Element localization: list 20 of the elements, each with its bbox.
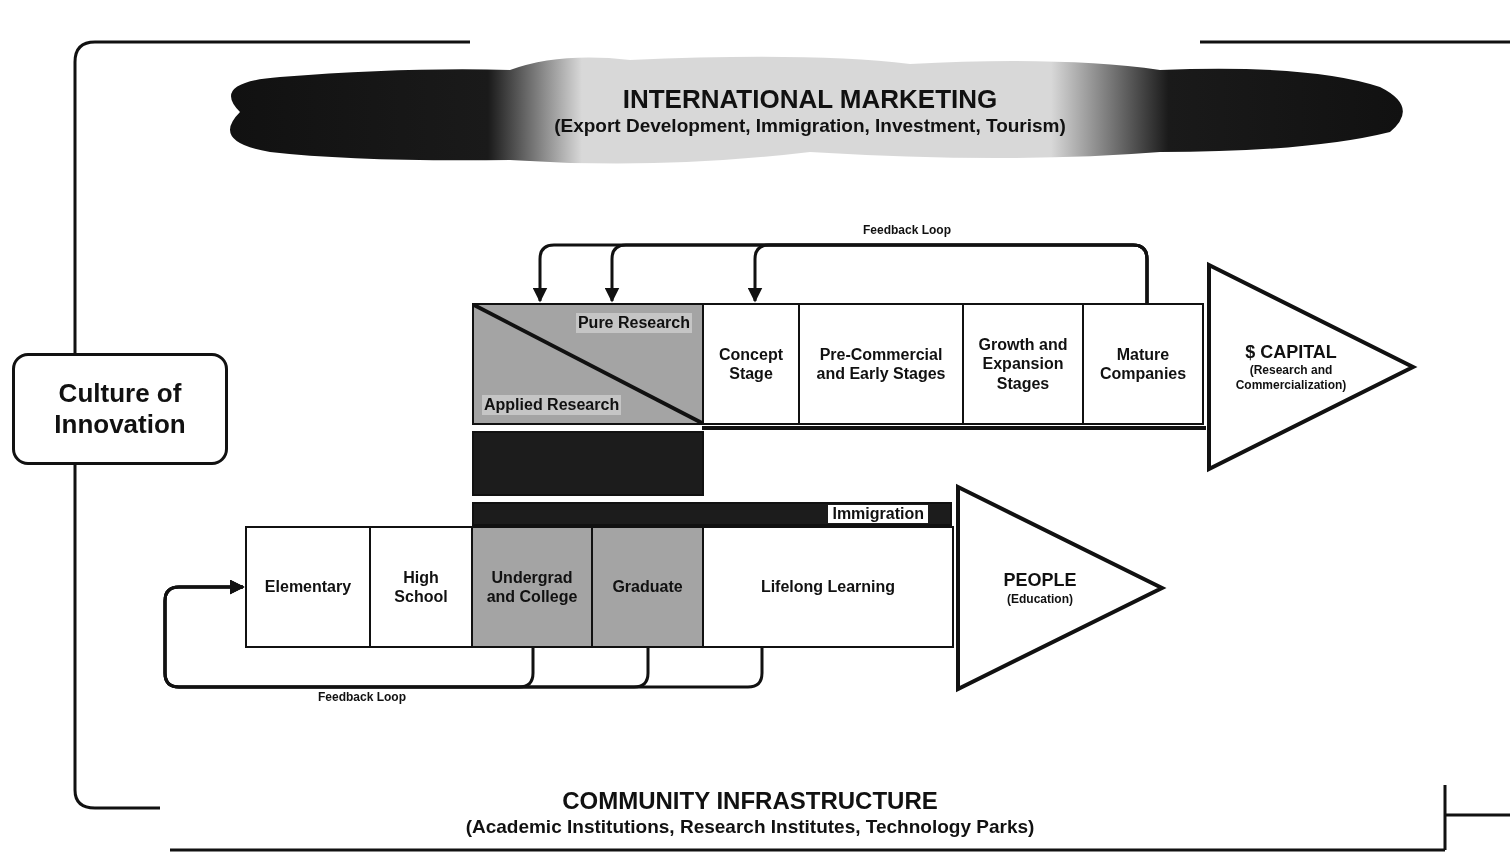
stage-cell: Mature Companies (1082, 303, 1204, 425)
dark-bar (472, 431, 704, 496)
arrowhead-shape: $ CAPITAL (Research and Commercialization) (1206, 262, 1416, 472)
split-cell: Pure Research Applied Research (472, 303, 704, 425)
shaded-stage-cell: Undergrad and College (471, 526, 593, 648)
rounded-box: Culture of Innovation (12, 353, 228, 465)
stage-cell: High School (369, 526, 473, 648)
stage-cell: Growth and Expansion Stages (962, 303, 1084, 425)
bar-label: Immigration (828, 505, 928, 523)
stage-cell: Concept Stage (702, 303, 800, 425)
stage-cell: Lifelong Learning (702, 526, 954, 648)
feedback-arrow (747, 243, 1149, 303)
edge-label: Feedback Loop (860, 223, 954, 237)
dark-bar (472, 502, 952, 526)
edge-label: Feedback Loop (315, 690, 409, 704)
stage-cell: Elementary (245, 526, 371, 648)
shaded-stage-cell: Graduate (591, 526, 704, 648)
arrowhead-shape: PEOPLE (Education) (955, 484, 1165, 692)
stage-cell: Pre-Commercial and Early Stages (798, 303, 964, 425)
feedback-arrow (163, 579, 764, 689)
